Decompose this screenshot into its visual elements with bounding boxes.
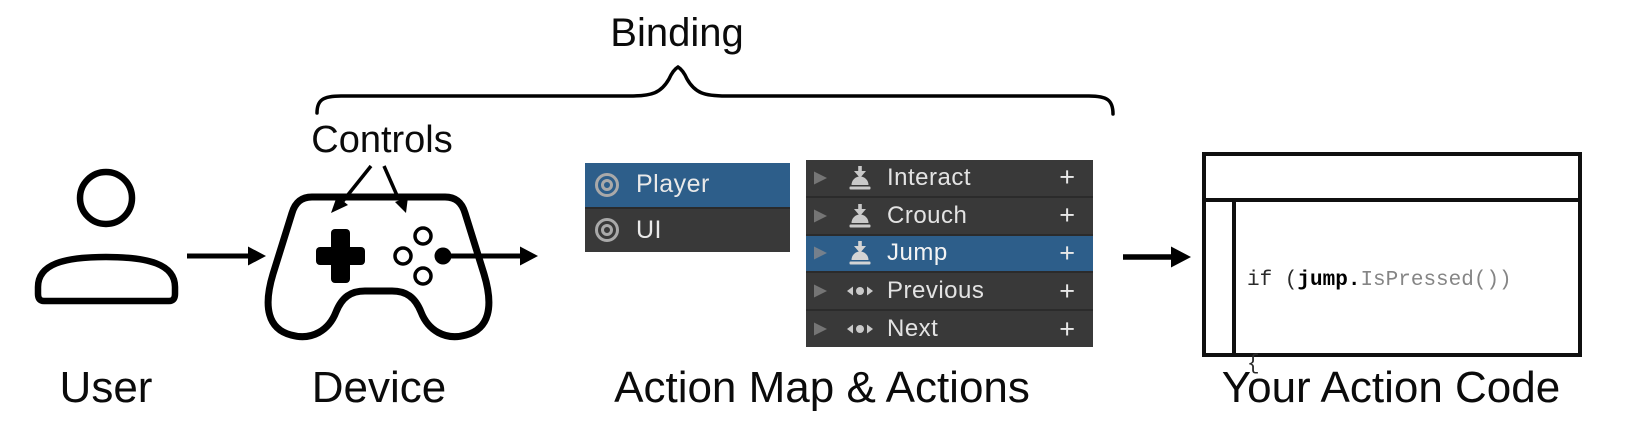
button-press-icon [849, 165, 871, 190]
action-row-jump[interactable]: Jump + [806, 233, 1093, 272]
dpad-cross-icon [316, 229, 365, 283]
action-row-crouch[interactable]: Crouch + [806, 195, 1093, 234]
action-name: Crouch [887, 201, 968, 229]
action-map-name: Player [636, 170, 710, 199]
action-name: Next [887, 315, 939, 343]
add-binding-button[interactable]: + [1059, 200, 1075, 231]
user-label: User [59, 363, 153, 412]
binding-label: Binding [610, 11, 744, 55]
action-name: Jump [887, 239, 948, 267]
foldout-triangle-icon[interactable] [813, 246, 829, 260]
code-snippet: if (jump.IsPressed()) { // your code } [1236, 202, 1512, 376]
code-gutter [1206, 202, 1236, 353]
action-row-next[interactable]: Next + [806, 309, 1093, 347]
person-icon [34, 168, 179, 305]
action-map-icon [595, 172, 619, 197]
code-window-body: if (jump.IsPressed()) { // your code } [1206, 202, 1578, 376]
code-line-2: { [1247, 353, 1260, 376]
action-map-icon [595, 218, 619, 243]
add-binding-button[interactable]: + [1059, 162, 1075, 193]
add-binding-button[interactable]: + [1059, 237, 1075, 268]
action-row-interact[interactable]: Interact + [806, 160, 1093, 196]
device-label: Device [311, 363, 447, 412]
jump-variable: jump. [1297, 269, 1361, 292]
action-name: Previous [887, 277, 985, 305]
face-buttons-icon [393, 226, 452, 286]
code-line-1: if (jump.IsPressed()) [1247, 269, 1512, 292]
controls-arrow-right-icon [382, 165, 408, 213]
button-press-icon [849, 241, 871, 265]
controls-label: Controls [311, 119, 453, 161]
gamepad-icon [264, 193, 493, 340]
action-map-name: UI [636, 215, 662, 244]
action-row-previous[interactable]: Previous + [806, 271, 1093, 310]
binding-brace [315, 64, 1115, 116]
foldout-triangle-icon[interactable] [813, 209, 829, 223]
arrow-user-to-device-icon [187, 246, 266, 266]
controls-arrow-left-icon [331, 164, 373, 213]
foldout-triangle-icon[interactable] [813, 284, 829, 298]
actions-panel: Interact + Crouch + Jump + [806, 160, 1093, 347]
foldout-triangle-icon[interactable] [813, 171, 829, 185]
code-window-titlebar [1206, 156, 1578, 202]
add-binding-button[interactable]: + [1059, 313, 1075, 344]
add-binding-button[interactable]: + [1059, 275, 1075, 306]
arrow-actions-to-code-icon [1123, 246, 1191, 268]
action-name: Interact [887, 163, 972, 191]
code-window: if (jump.IsPressed()) { // your code } [1202, 152, 1582, 376]
action-map-label: Action Map & Actions [614, 363, 1030, 412]
action-map-row-ui[interactable]: UI [585, 206, 790, 252]
action-code-label: Your Action Code [1221, 363, 1561, 412]
button-press-icon [849, 203, 871, 228]
action-map-row-player[interactable]: Player [585, 163, 790, 207]
axis-value-icon [847, 324, 873, 334]
axis-value-icon [847, 286, 873, 296]
foldout-triangle-icon[interactable] [813, 322, 829, 336]
action-maps-panel: Player UI [585, 163, 790, 252]
arrow-device-to-actionmap-icon [451, 246, 538, 266]
